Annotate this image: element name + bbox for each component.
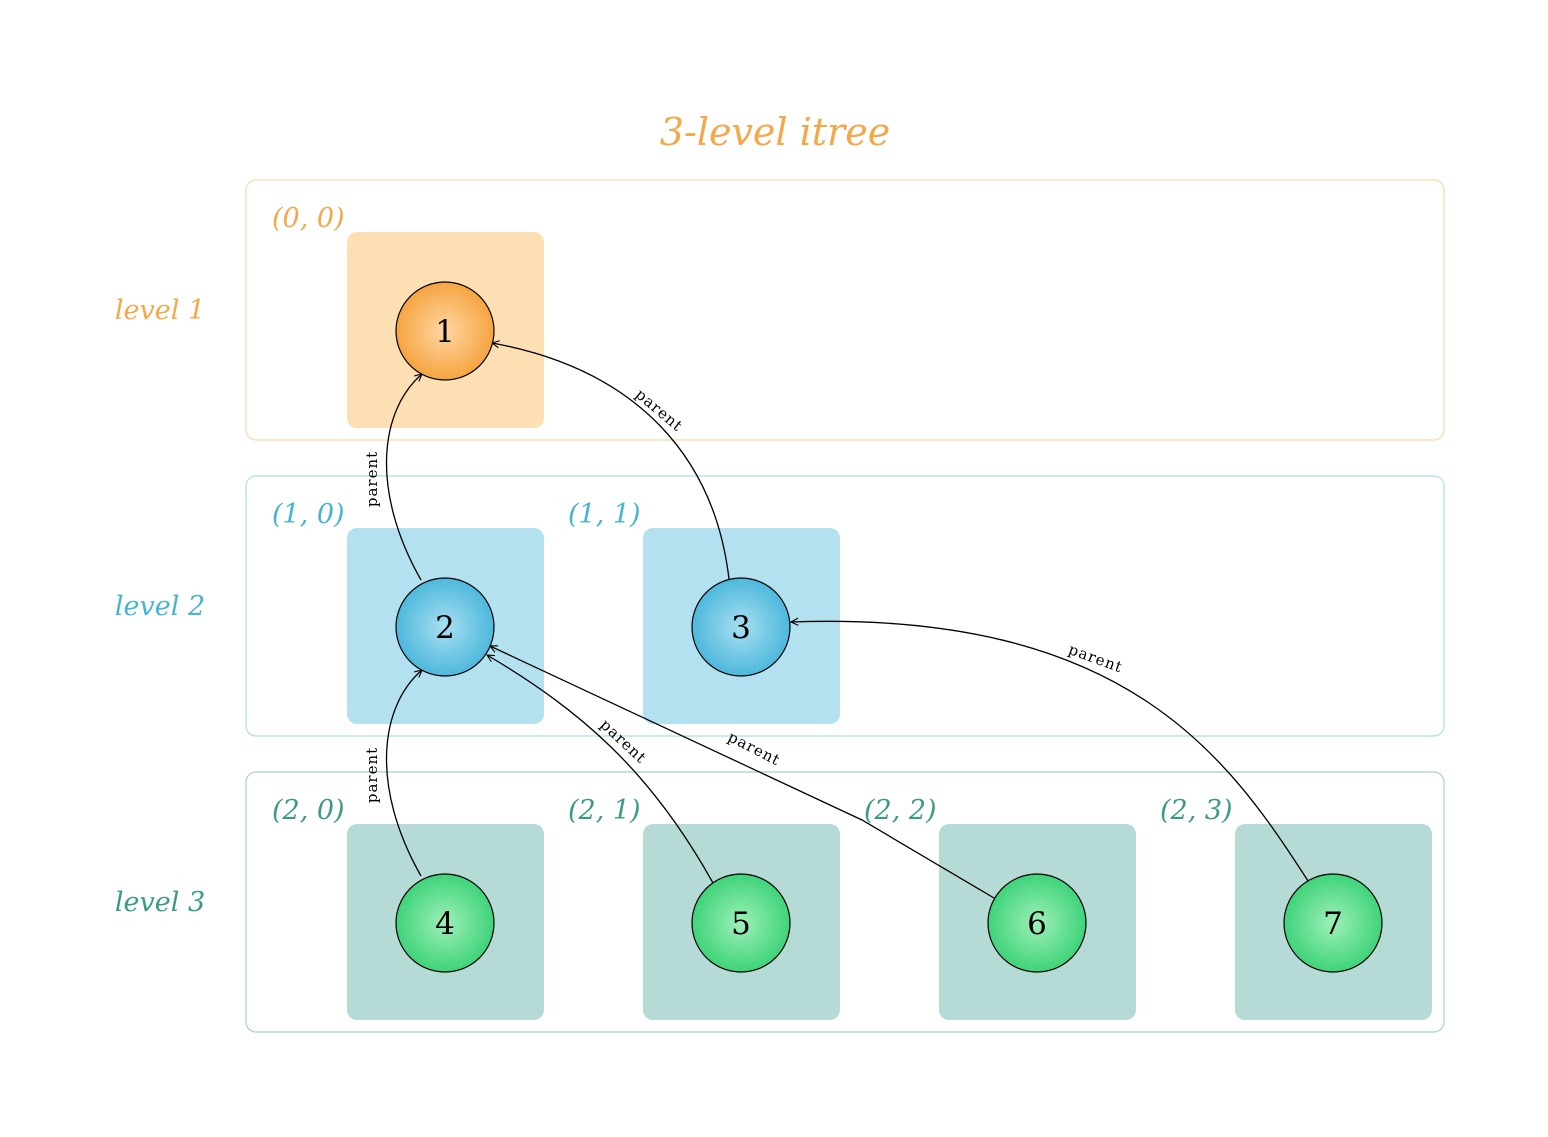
node-5-label: 5 bbox=[731, 906, 751, 942]
edge-label-6-to-2: parent bbox=[725, 728, 783, 770]
level-3-label: level 3 bbox=[115, 887, 205, 918]
node-5: 5 bbox=[691, 873, 791, 973]
coord-label-2-0: (2, 0) bbox=[272, 795, 345, 826]
level-1-panel bbox=[245, 179, 1445, 441]
level-2-label: level 2 bbox=[115, 591, 205, 622]
node-4: 4 bbox=[395, 873, 495, 973]
edge-label-7-to-3: parent bbox=[1066, 640, 1125, 676]
coord-label-2-2: (2, 2) bbox=[864, 795, 937, 826]
node-6: 6 bbox=[987, 873, 1087, 973]
edge-label-4-to-2: parent bbox=[363, 747, 381, 803]
diagram-title: 3-level itree bbox=[660, 110, 890, 154]
node-3-label: 3 bbox=[731, 610, 751, 646]
edge-3-to-1 bbox=[492, 343, 730, 580]
coord-label-2-3: (2, 3) bbox=[1160, 795, 1233, 826]
level-3-panel bbox=[245, 771, 1445, 1033]
node-1-label: 1 bbox=[435, 314, 455, 350]
level-2-panel bbox=[245, 475, 1445, 737]
node-4-label: 4 bbox=[435, 906, 455, 942]
node-2-label: 2 bbox=[435, 610, 455, 646]
edge-7-to-3 bbox=[791, 621, 1311, 885]
node-6-label: 6 bbox=[1027, 906, 1047, 942]
coord-label-1-0: (1, 0) bbox=[272, 499, 345, 530]
edge-2-to-1 bbox=[385, 374, 422, 581]
edge-5-to-2 bbox=[487, 655, 714, 884]
node-7: 7 bbox=[1283, 873, 1383, 973]
edge-6-to-2 bbox=[490, 646, 995, 899]
coord-label-1-1: (1, 1) bbox=[568, 499, 641, 530]
edge-label-3-to-1: parent bbox=[632, 385, 687, 435]
node-1: 1 bbox=[395, 281, 495, 381]
edge-4-to-2 bbox=[385, 670, 422, 877]
node-3: 3 bbox=[691, 577, 791, 677]
level-1-label: level 1 bbox=[115, 295, 205, 326]
coord-label-2-1: (2, 1) bbox=[568, 795, 641, 826]
coord-label-0-0: (0, 0) bbox=[272, 203, 345, 234]
node-2: 2 bbox=[395, 577, 495, 677]
edge-label-2-to-1: parent bbox=[363, 451, 381, 507]
node-7-label: 7 bbox=[1323, 906, 1343, 942]
